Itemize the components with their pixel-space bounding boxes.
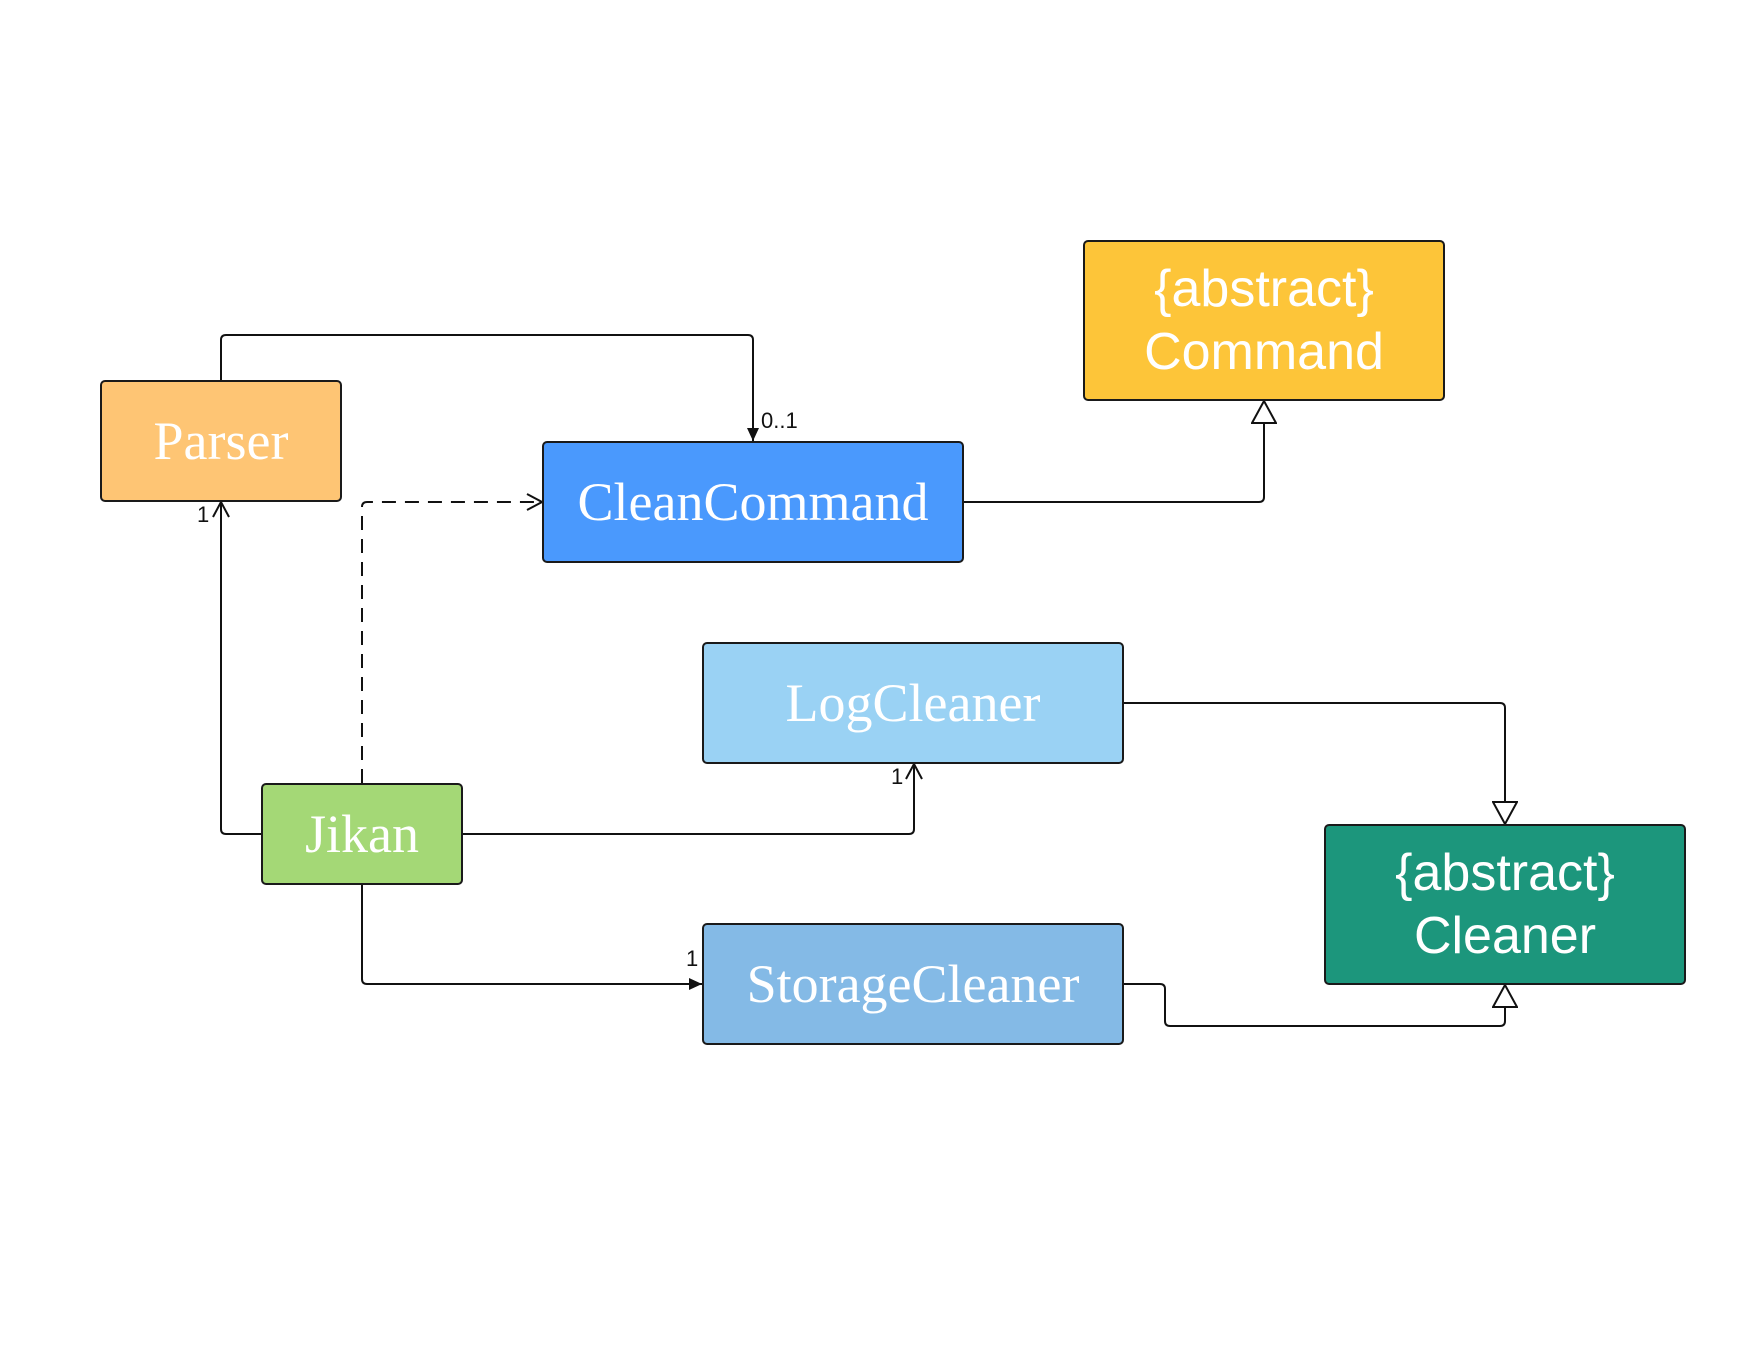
class-logcleaner[interactable]: LogCleaner (702, 642, 1124, 764)
class-name: Jikan (305, 803, 419, 864)
class-stereotype: {abstract} (1154, 260, 1374, 319)
class-name: Command (1144, 322, 1384, 381)
multiplicity-parser-cleancommand: 0..1 (761, 408, 798, 433)
class-cleancommand[interactable]: CleanCommand (542, 441, 964, 563)
association-jikan-logcleaner (463, 764, 914, 835)
association-jikan-storagecleaner (361, 885, 702, 990)
class-name: CleanCommand (577, 471, 929, 532)
class-stereotype: {abstract} (1395, 844, 1615, 903)
class-command[interactable]: {abstract} Command (1083, 240, 1445, 401)
class-storagecleaner[interactable]: StorageCleaner (702, 923, 1124, 1045)
multiplicity-jikan-storagecleaner: 1 (686, 946, 699, 971)
class-name: Cleaner (1413, 906, 1597, 965)
generalization-cleancommand-command (964, 401, 1264, 503)
class-name: StorageCleaner (746, 953, 1080, 1014)
multiplicity-jikan-logcleaner: 1 (891, 764, 904, 789)
class-name: Parser (153, 410, 289, 471)
multiplicity-jikan-parser: 1 (197, 502, 210, 527)
class-name: LogCleaner (785, 672, 1041, 733)
class-parser[interactable]: Parser (100, 380, 342, 502)
generalization-storagecleaner-cleaner (1124, 984, 1505, 1027)
class-jikan[interactable]: Jikan (261, 783, 463, 885)
generalization-logcleaner-cleaner (1124, 702, 1505, 824)
association-jikan-parser (221, 502, 261, 835)
association-parser-cleancommand (220, 334, 759, 441)
dependency-jikan-cleancommand (361, 502, 542, 783)
class-cleaner[interactable]: {abstract} Cleaner (1324, 824, 1686, 985)
